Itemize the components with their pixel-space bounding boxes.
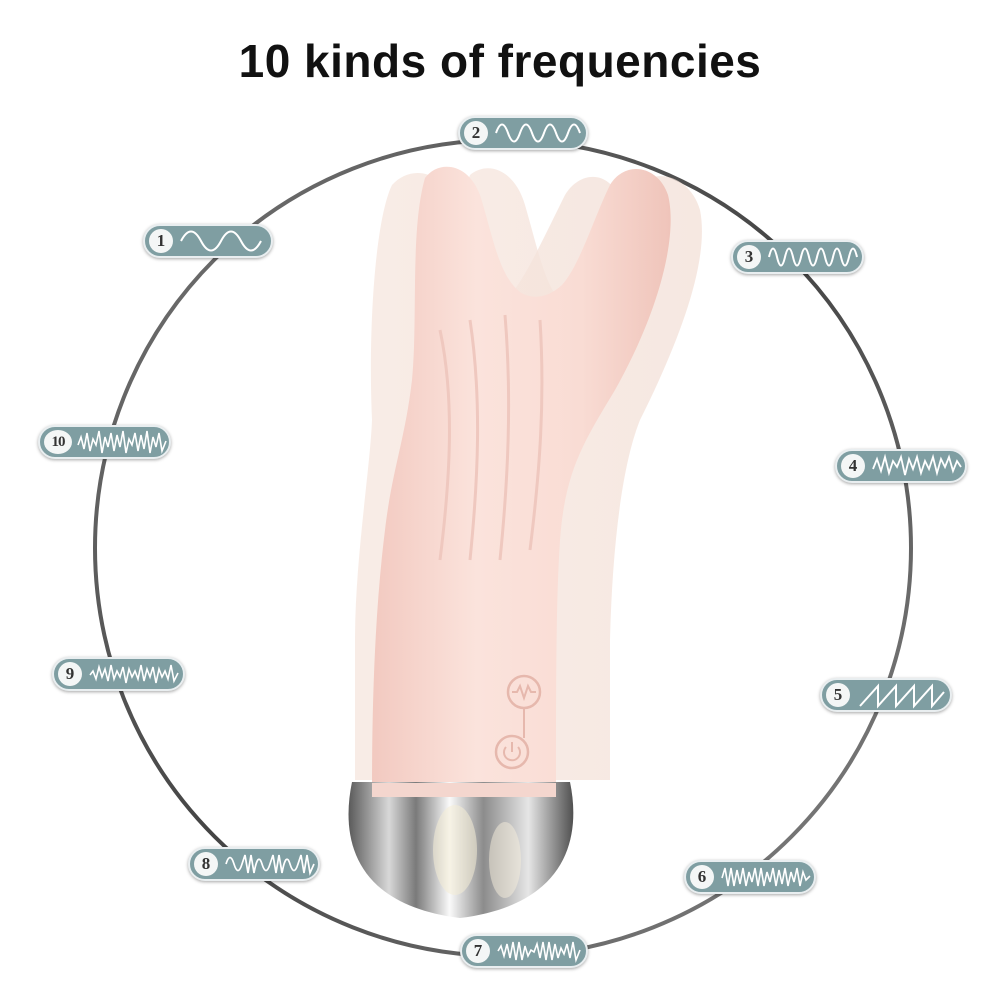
badge-number: 4: [841, 454, 865, 478]
sine-wave-slow-icon: [180, 230, 262, 252]
frequency-badge-6[interactable]: 6: [684, 860, 816, 894]
escalating-wave-icon: [497, 941, 581, 963]
dense-pulse-wave-icon: [721, 867, 811, 887]
badge-number: 1: [149, 229, 173, 253]
badge-number: 10: [44, 430, 72, 454]
random-pulse-wave-icon: [89, 663, 179, 684]
sine-wave-fast-icon: [768, 247, 858, 267]
sawtooth-wave-icon: [859, 683, 945, 709]
badge-number: 6: [690, 865, 714, 889]
frequency-badge-9[interactable]: 9: [52, 657, 185, 691]
frequency-badge-2[interactable]: 2: [458, 116, 588, 150]
wave-pulse-icon: [225, 854, 315, 876]
device-body: [372, 166, 671, 791]
frequency-badge-7[interactable]: 7: [460, 934, 588, 968]
badge-number: 5: [826, 683, 850, 707]
frequency-badge-3[interactable]: 3: [731, 240, 864, 274]
device-metal-cap: [348, 782, 574, 918]
badge-number: 9: [58, 662, 82, 686]
frequency-badge-4[interactable]: 4: [835, 449, 967, 483]
badge-number: 8: [194, 852, 218, 876]
pulse-burst-wave-icon: [872, 453, 962, 477]
frequency-badge-5[interactable]: 5: [820, 678, 952, 712]
frequency-badge-10[interactable]: 10: [38, 425, 171, 459]
frequency-badge-1[interactable]: 1: [143, 224, 273, 258]
frequency-badge-8[interactable]: 8: [188, 847, 320, 881]
page-title: 10 kinds of frequencies: [238, 35, 762, 87]
badge-number: 7: [466, 939, 490, 963]
badge-number: 3: [737, 245, 761, 269]
power-button-icon[interactable]: [494, 734, 530, 770]
chaotic-wave-icon: [77, 430, 167, 454]
badge-number: 2: [464, 121, 488, 145]
sine-wave-icon: [495, 123, 581, 143]
